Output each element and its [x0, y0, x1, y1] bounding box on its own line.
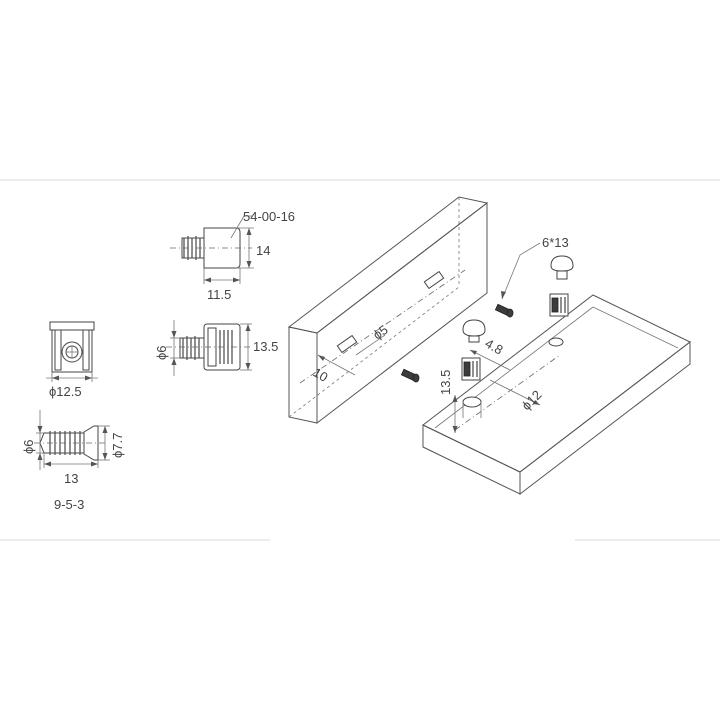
connector-front-view: ϕ6 13.5 — [154, 320, 278, 376]
cap-code-label: 6*13 — [542, 235, 569, 250]
edge-offset-label: 10 — [311, 365, 331, 385]
screw-head-diameter-label: ϕ7.7 — [110, 433, 125, 458]
assembly-connector-mid — [461, 357, 481, 381]
screw-code-label: 9-5-3 — [54, 497, 84, 512]
panel-bore — [462, 337, 564, 418]
connector-front-thread — [179, 336, 205, 360]
spacing-label: 4.8 — [483, 336, 506, 358]
connector-body-length-label: 13.5 — [253, 339, 278, 354]
bore-diameter-label: ϕ12 — [519, 387, 545, 413]
connector-end-view: ϕ12.5 — [46, 321, 98, 399]
assembly-cap-mid — [462, 319, 486, 343]
assembly-screw-1 — [494, 303, 514, 318]
lower-panel: 13.5 4.8 ϕ12 — [422, 294, 691, 496]
connector-length-label: 11.5 — [207, 287, 231, 302]
connector-body-diameter-label: ϕ12.5 — [49, 384, 82, 399]
upper-panel: ϕ5 10 — [287, 196, 489, 425]
panel-dowel-hole-2 — [423, 270, 445, 290]
connector-code-label: 54-00-16 — [243, 209, 295, 224]
assembly-connector-top — [549, 293, 569, 317]
screw-view: ϕ6 ϕ7.7 13 9-5-3 — [21, 410, 125, 512]
connector-side-view: 54-00-16 14 11.5 — [170, 209, 295, 302]
depth-label: 13.5 — [438, 370, 453, 395]
panel-dowel-hole-1 — [336, 334, 358, 354]
connector-shank-diameter-label: ϕ6 — [154, 345, 169, 360]
screw-thread-diameter-label: ϕ6 — [21, 439, 36, 454]
assembly-cap-top — [550, 255, 574, 280]
screw-length-label: 13 — [64, 471, 78, 486]
assembly-screw-2 — [400, 368, 420, 383]
cap-leader — [501, 242, 541, 300]
dowel-diameter-label: ϕ5 — [370, 322, 390, 343]
connector-height-label: 14 — [256, 243, 270, 258]
